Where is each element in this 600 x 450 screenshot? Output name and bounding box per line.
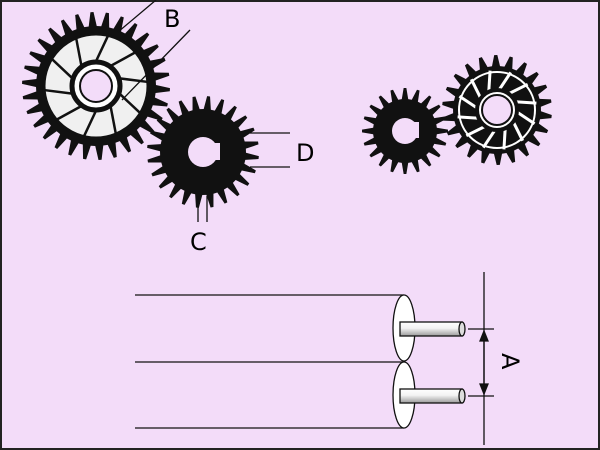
spoke-line bbox=[118, 92, 142, 115]
spoke-line bbox=[50, 57, 74, 80]
small-sprocket-keyway bbox=[411, 122, 419, 138]
large-spoked-sprocket bbox=[22, 12, 170, 160]
spoke-line bbox=[82, 109, 98, 138]
dimension-a-lines bbox=[468, 272, 494, 445]
spoke-line bbox=[55, 104, 83, 121]
spoke-line bbox=[482, 129, 497, 149]
medium-solid-sprocket bbox=[147, 96, 259, 208]
lower-shaft bbox=[399, 388, 466, 404]
dimension-d-lines bbox=[250, 132, 290, 168]
dimension-c-lines bbox=[197, 196, 208, 222]
label-d: D bbox=[296, 139, 314, 167]
label-b: B bbox=[164, 5, 180, 33]
spoke-line bbox=[508, 82, 529, 96]
spoke-line bbox=[465, 124, 486, 138]
spoke-line bbox=[511, 121, 525, 142]
spoke-line bbox=[469, 78, 483, 99]
spoke-line bbox=[502, 128, 507, 150]
spoke-line bbox=[516, 110, 536, 125]
medium-sprocket-keyway bbox=[210, 143, 220, 160]
dimension-b-leaders bbox=[117, 0, 191, 101]
right-spoked-sprocket-rim-line bbox=[458, 71, 536, 149]
spoke-line bbox=[457, 115, 479, 120]
spoke-line bbox=[458, 95, 478, 110]
spoke-line bbox=[109, 51, 137, 68]
large-sprocket-spokes bbox=[44, 34, 148, 138]
upper-shaft bbox=[399, 321, 466, 337]
spoke-line bbox=[109, 104, 118, 135]
spoke-line bbox=[44, 88, 74, 95]
spoke-line bbox=[515, 100, 537, 105]
right-spoked-sprocket-bore bbox=[481, 94, 513, 126]
cylinder-assembly bbox=[135, 294, 466, 429]
small-solid-sprocket bbox=[362, 88, 448, 174]
label-c: C bbox=[190, 228, 207, 256]
right-spoked-sprocket bbox=[442, 55, 552, 165]
label-a: A bbox=[496, 353, 524, 370]
spoke-line bbox=[74, 37, 83, 68]
spoke-line bbox=[497, 71, 512, 91]
spoke-line bbox=[487, 70, 492, 92]
large-sprocket-bore bbox=[79, 69, 113, 103]
right-spoked-sprocket-spokes bbox=[457, 70, 537, 150]
spoke-line bbox=[118, 77, 148, 84]
spoke-line bbox=[94, 34, 110, 63]
